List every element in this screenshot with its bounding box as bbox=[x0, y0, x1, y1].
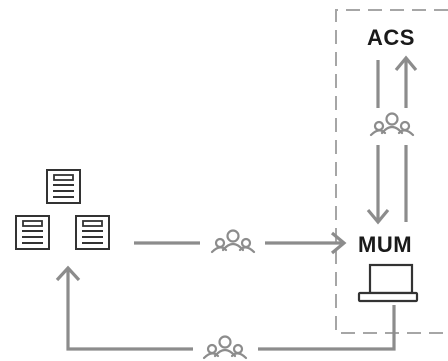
acs-label: ACS bbox=[367, 25, 415, 50]
server-icon bbox=[15, 215, 50, 250]
server-icon bbox=[46, 169, 81, 204]
user-group-icon bbox=[210, 229, 256, 254]
system-boundary bbox=[335, 9, 448, 334]
user-group-icon bbox=[202, 335, 248, 360]
laptop-icon bbox=[357, 263, 419, 303]
connector-mum-to-servers bbox=[55, 265, 396, 351]
user-group-icon bbox=[369, 112, 415, 137]
server-icon bbox=[75, 215, 110, 250]
connector-acs-mum bbox=[366, 55, 418, 225]
connector-servers-to-mum bbox=[134, 231, 347, 255]
mum-label: MUM bbox=[358, 232, 413, 257]
